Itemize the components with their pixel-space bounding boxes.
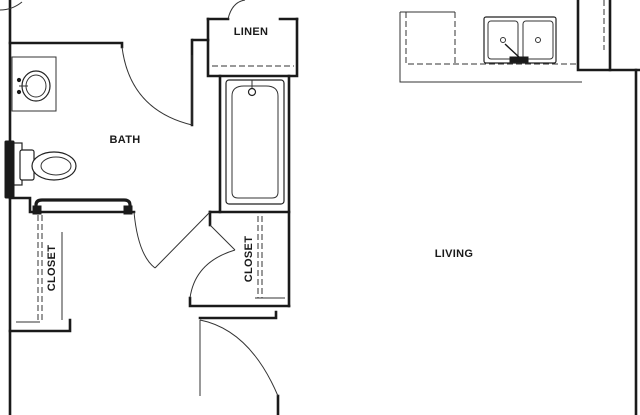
tub-drain-icon bbox=[247, 87, 257, 97]
bath-label: BATH bbox=[110, 134, 141, 146]
right-closet-door-leaf bbox=[209, 224, 236, 251]
kitchen-counter-outer bbox=[399, 12, 582, 83]
towel-bar-bracket-right bbox=[123, 205, 133, 215]
towel-bar-bracket-left bbox=[32, 205, 42, 215]
toilet-icon bbox=[31, 151, 77, 181]
tub-left-wall bbox=[208, 74, 222, 214]
drain-left-icon bbox=[500, 37, 506, 43]
room-labels: LINEN BATH CLOSET CLOSET LIVING bbox=[46, 26, 473, 291]
bath-fixtures bbox=[4, 56, 285, 215]
linen-label: LINEN bbox=[234, 26, 269, 38]
drain-right-icon bbox=[535, 37, 541, 43]
kitchen-counter-edge bbox=[405, 12, 578, 65]
faucet-handle-top-icon bbox=[16, 77, 22, 83]
faucet-arm-icon bbox=[504, 43, 521, 59]
walls bbox=[8, 0, 640, 415]
left-closet-label: CLOSET bbox=[46, 245, 58, 291]
right-closet-label: CLOSET bbox=[243, 236, 255, 282]
faucet-base-icon bbox=[509, 56, 529, 63]
kitchen-sink-icon bbox=[483, 16, 557, 64]
bathtub-basin bbox=[231, 85, 279, 199]
closet-door-leaf bbox=[154, 211, 211, 269]
right-closet-bottom bbox=[188, 296, 291, 308]
closet-shelving bbox=[16, 65, 294, 323]
linen-walls bbox=[206, 17, 299, 78]
left-closet-bottom-wall bbox=[8, 318, 72, 333]
doors bbox=[0, 0, 279, 397]
living-label: LIVING bbox=[435, 248, 473, 260]
hall-wall-upper bbox=[198, 310, 278, 320]
bath-door-swing bbox=[121, 46, 193, 126]
kitchen bbox=[399, 0, 605, 83]
right-closet-door-swing bbox=[189, 249, 236, 299]
toilet-wall-block bbox=[4, 140, 15, 199]
sink-bowl-right bbox=[522, 20, 554, 60]
towel-bar bbox=[34, 198, 132, 213]
kitchen-right-wall bbox=[576, 0, 640, 72]
faucet-handle-bottom-icon bbox=[16, 89, 22, 95]
entry-door-swing bbox=[199, 319, 279, 397]
bath-top-wall bbox=[8, 41, 124, 49]
bath-bottom-wall bbox=[8, 196, 136, 214]
closet-door-swing bbox=[133, 211, 156, 269]
sink-bowl-left bbox=[487, 20, 519, 60]
bathtub-icon bbox=[225, 79, 285, 205]
toilet-bowl bbox=[40, 156, 72, 176]
vanity-counter bbox=[11, 56, 57, 112]
corner-door-arc bbox=[0, 1, 23, 11]
linen-door-swing bbox=[227, 0, 246, 20]
